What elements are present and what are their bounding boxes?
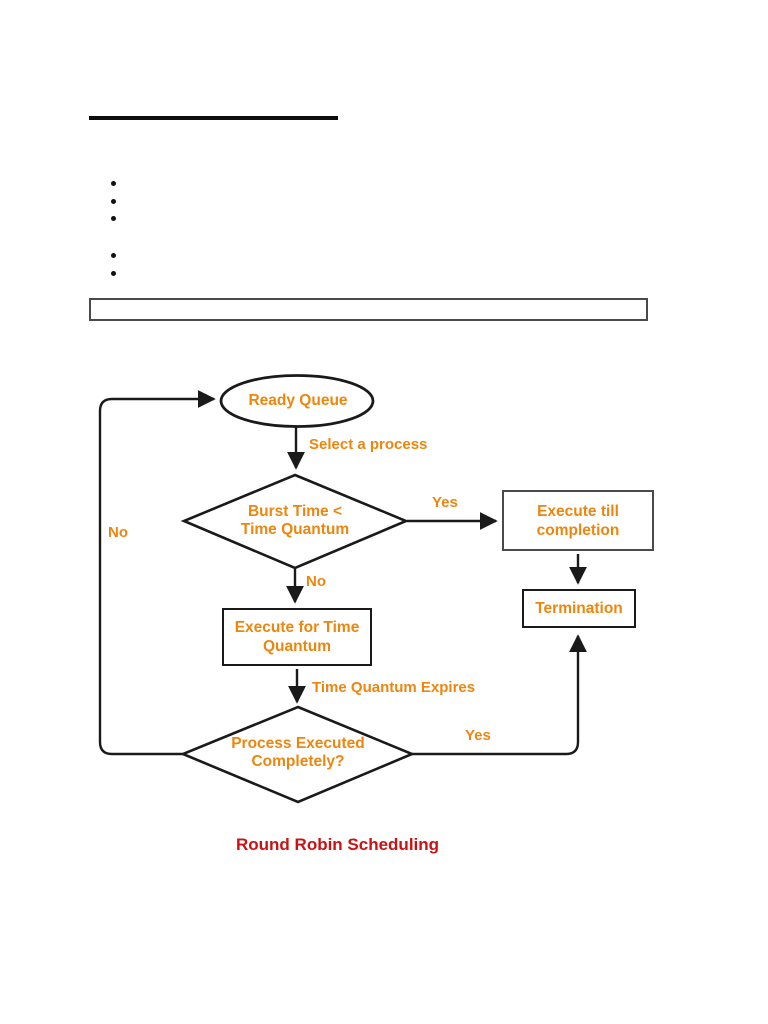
empty-text-box <box>89 298 648 321</box>
edge-label-no-left: No <box>108 524 128 541</box>
node-process-check-shape <box>179 705 416 804</box>
bullet-point <box>111 199 116 204</box>
node-ready-queue-shape <box>219 374 375 428</box>
edge-label-select-process: Select a process <box>309 436 428 453</box>
edge-label-no-mid: No <box>306 573 326 590</box>
node-execute-till-completion: Execute till completion <box>502 490 654 551</box>
heading-underline <box>89 116 338 120</box>
bullet-point <box>111 216 116 221</box>
bullet-point <box>111 181 116 186</box>
edge-label-quantum-expires: Time Quantum Expires <box>312 679 476 696</box>
diagram-caption: Round Robin Scheduling <box>236 835 440 854</box>
node-execute-for-quantum: Execute for Time Quantum <box>222 608 372 666</box>
edge-yes-to-termination <box>412 634 587 756</box>
node-ready-queue-label: Ready Queue <box>248 392 348 409</box>
node-termination: Termination <box>522 589 636 628</box>
node-burst-check-label: Burst Time < Time Quantum <box>240 503 350 538</box>
bullet-point <box>111 271 116 276</box>
edge-label-yes-bottom: Yes <box>465 727 491 744</box>
node-burst-check-shape <box>180 473 410 570</box>
node-process-check-label: Process Executed Completely? <box>231 735 365 770</box>
bullet-point <box>111 253 116 258</box>
edge-no-loop-back <box>98 390 216 756</box>
edge-label-yes-top: Yes <box>432 494 458 511</box>
